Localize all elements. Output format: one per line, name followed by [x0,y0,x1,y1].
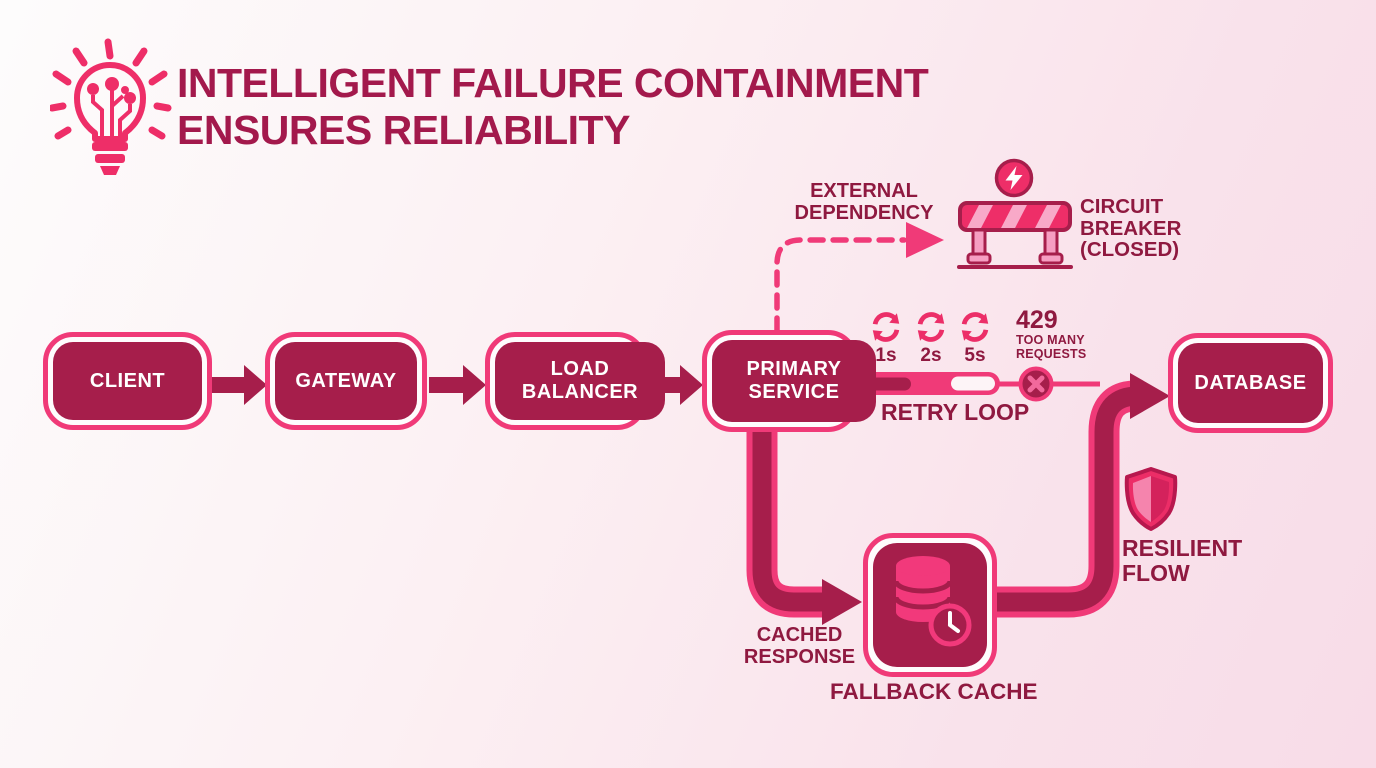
arrow-client-gateway [210,365,267,405]
fallback-cache-label: FALLBACK CACHE [830,679,1038,704]
external-dependency-label: EXTERNAL DEPENDENCY [794,180,934,224]
external-dependency-dashed-line [774,237,907,334]
resilient-path [996,386,1139,612]
database-clock-icon [893,556,972,647]
refresh-icon [872,312,900,342]
node-client-label: CLIENT [53,342,202,420]
retry-interval-2: 2s [920,345,942,366]
arrow-loadbalancer-primary [647,365,703,405]
node-database: DATABASE [1168,333,1333,433]
error-code: 429 [1016,306,1058,334]
page-title-line1: INTELLIGENT FAILURE CONTAINMENT [177,60,929,106]
node-database-label: DATABASE [1178,343,1323,423]
node-primary-service-label: PRIMARY SERVICE [712,340,876,422]
refresh-icon [917,312,945,342]
resilient-path-outline [996,380,1138,618]
node-gateway-label: GATEWAY [275,342,417,420]
resilient-flow-label: RESILIENT FLOW [1122,535,1243,586]
node-gateway: GATEWAY [265,332,427,430]
cached-response-label: CACHED RESPONSE [743,624,856,668]
lightning-bolt-icon [994,158,1034,198]
retry-interval-3: 5s [964,345,986,366]
cached-response-arrowhead [822,579,862,625]
page-title: INTELLIGENT FAILURE CONTAINMENT ENSURES … [177,60,929,154]
resilient-arrowhead [1130,373,1170,419]
cached-response-path [752,424,826,612]
node-load-balancer: LOAD BALANCER [485,332,665,430]
node-primary-service: PRIMARY SERVICE [702,330,876,432]
page-title-line2: ENSURES RELIABILITY [177,107,630,153]
node-load-balancer-label: LOAD BALANCER [495,342,665,420]
circuit-breaker-label: CIRCUIT BREAKER (CLOSED) [1080,195,1182,261]
error-text: TOO MANY REQUESTS [1016,333,1087,361]
lightbulb-circuit-icon [50,38,172,175]
barrier-icon [957,201,1073,269]
retry-interval-1: 1s [875,345,897,366]
retry-bar-remaining [951,376,995,391]
retry-loop-label: RETRY LOOP [881,399,1030,425]
refresh-icon [961,312,989,342]
node-client: CLIENT [43,332,212,430]
x-circle-icon [1018,366,1054,402]
external-dependency-arrowhead [906,222,944,258]
arrow-gateway-loadbalancer [429,365,486,405]
shield-icon [1124,467,1178,531]
